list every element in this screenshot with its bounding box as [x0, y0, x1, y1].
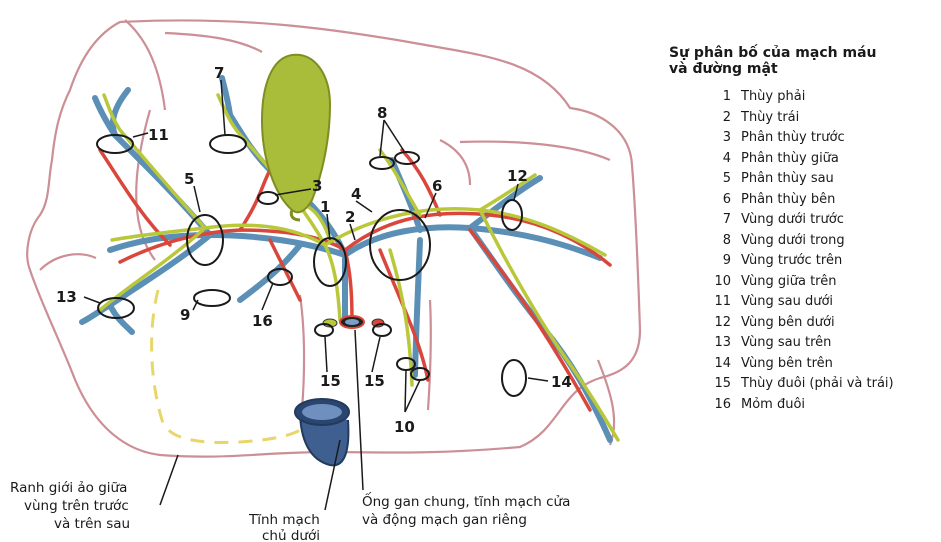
legend-title: Sự phân bố của mạch máu và đường mật [669, 45, 939, 77]
callout-13: 13 [56, 288, 77, 306]
legend-title-line1: Sự phân bố của mạch máu [669, 45, 939, 61]
legend-item-number: 10 [669, 272, 741, 293]
callout-12: 12 [507, 167, 528, 185]
legend-item-label: Thùy phải [741, 89, 805, 104]
legend-item-label: Phân thùy bên [741, 192, 835, 207]
caption-boundary-line3: và trên sau [54, 516, 130, 532]
callout-15-right: 15 [320, 372, 341, 390]
legend-item-number: 3 [669, 128, 741, 149]
caption-duct-line2: và động mạch gan riêng [362, 512, 527, 528]
legend-item-number: 8 [669, 231, 741, 252]
callout-10: 10 [394, 418, 415, 436]
legend-item-label: Vùng sau dưới [741, 294, 833, 309]
legend-item-number: 2 [669, 108, 741, 129]
legend-item-label: Phân thùy sau [741, 171, 834, 186]
legend-title-line2: và đường mật [669, 61, 939, 77]
legend-item-number: 14 [669, 354, 741, 375]
callout-15-left: 15 [364, 372, 385, 390]
legend-item-label: Vùng sau trên [741, 335, 831, 350]
legend-item-label: Vùng dưới trước [741, 212, 844, 227]
legend-item-number: 15 [669, 374, 741, 395]
legend-item-number: 5 [669, 169, 741, 190]
imaginary-boundary-line [152, 290, 300, 442]
callout-16: 16 [252, 312, 273, 330]
legend-item-number: 12 [669, 313, 741, 334]
caption-duct-line1: Ống gan chung, tĩnh mạch cửa [362, 491, 570, 510]
caption-boundary-line1: Ranh giới ảo giữa [10, 480, 127, 496]
legend-item-label: Vùng bên trên [741, 356, 833, 371]
caption-ivc-line2: chủ dưới [262, 528, 320, 542]
legend-item-number: 11 [669, 292, 741, 313]
legend-item-label: Phân thùy giữa [741, 151, 839, 166]
legend-item-label: Vùng trước trên [741, 253, 842, 268]
legend-item-label: Vùng giữa trên [741, 274, 836, 289]
callout-6: 6 [432, 177, 442, 195]
caption-boundary-line2: vùng trên trước [24, 498, 129, 514]
callout-14: 14 [551, 373, 572, 391]
bile-duct-branches [100, 95, 618, 440]
callout-11: 11 [148, 126, 169, 144]
legend-item-number: 1 [669, 87, 741, 108]
callout-3: 3 [312, 177, 322, 195]
callout-7: 7 [214, 64, 224, 82]
gallbladder [262, 55, 330, 220]
legend-item-number: 13 [669, 333, 741, 354]
callout-8: 8 [377, 104, 387, 122]
legend-item-number: 4 [669, 149, 741, 170]
legend-item-label: Vùng bên dưới [741, 315, 835, 330]
callout-5: 5 [184, 170, 194, 188]
legend-item-label: Thùy đuôi (phải và trái) [741, 376, 894, 391]
caption-ivc-line1: Tĩnh mạch [248, 512, 320, 528]
callout-2: 2 [345, 208, 355, 226]
legend-item-number: 7 [669, 210, 741, 231]
callout-4: 4 [351, 185, 361, 203]
legend-item-number: 6 [669, 190, 741, 211]
legend-item-label: Phân thùy trước [741, 130, 845, 145]
callout-1: 1 [320, 198, 330, 216]
legend-item-number: 9 [669, 251, 741, 272]
legend-item-label: Mỏm đuôi [741, 397, 805, 412]
legend-item-label: Vùng dưới trong [741, 233, 845, 248]
legend-item-label: Thùy trái [741, 110, 799, 125]
legend-item-number: 16 [669, 395, 741, 416]
callout-9: 9 [180, 306, 190, 324]
inferior-vena-cava [295, 399, 349, 465]
